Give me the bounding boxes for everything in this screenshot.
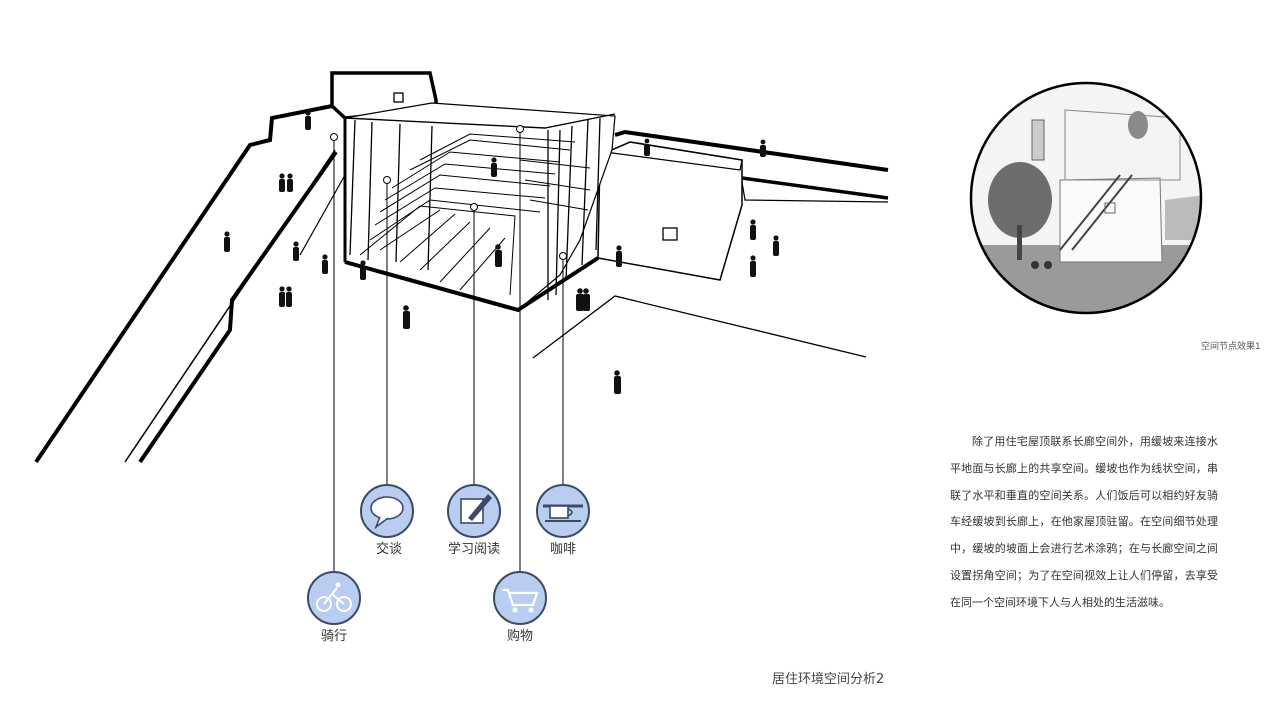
person: [287, 173, 293, 192]
people: [224, 110, 779, 394]
inset-caption: 空间节点效果1: [1201, 342, 1261, 352]
central-pavilion: [343, 102, 616, 313]
speech-bubble-icon: [360, 484, 414, 538]
person: [495, 244, 502, 267]
person: [322, 254, 328, 274]
person: [403, 305, 410, 329]
person: [583, 288, 590, 311]
ground-lines: [532, 295, 867, 359]
person: [576, 288, 584, 311]
right-corridor: [614, 129, 889, 203]
leader-lines: [330, 125, 567, 572]
person: [616, 245, 622, 267]
person: [279, 286, 285, 307]
person: [760, 139, 766, 157]
person: [305, 110, 311, 130]
activity-label-shopping: 购物: [506, 629, 533, 644]
person: [293, 241, 299, 261]
person: [773, 235, 779, 256]
person: [279, 173, 285, 192]
person: [491, 157, 497, 177]
inset-render: [969, 81, 1203, 315]
activity-label-cycling: 骑行: [320, 629, 347, 644]
ramp: [34, 104, 346, 464]
coffee-cup-icon: [536, 484, 590, 538]
person: [224, 231, 230, 252]
person: [750, 255, 756, 277]
activity-label-study: 学习阅读: [447, 542, 500, 557]
description-paragraph: 除了用住宅屋顶联系长廊空间外，用缓坡来连接水平地面与长廊上的共享空间。缓坡也作为…: [950, 435, 1218, 609]
person: [750, 219, 756, 240]
pen-note-icon: [447, 484, 501, 538]
person: [360, 260, 366, 280]
person: [286, 286, 292, 307]
person: [614, 370, 621, 394]
person: [644, 138, 650, 156]
activity-label-coffee: 咖啡: [549, 542, 576, 557]
figure-title: 居住环境空间分析2: [772, 672, 885, 687]
bicycle-icon: [307, 571, 361, 625]
activity-label-talk: 交谈: [375, 542, 402, 557]
shopping-cart-icon: [493, 571, 547, 625]
